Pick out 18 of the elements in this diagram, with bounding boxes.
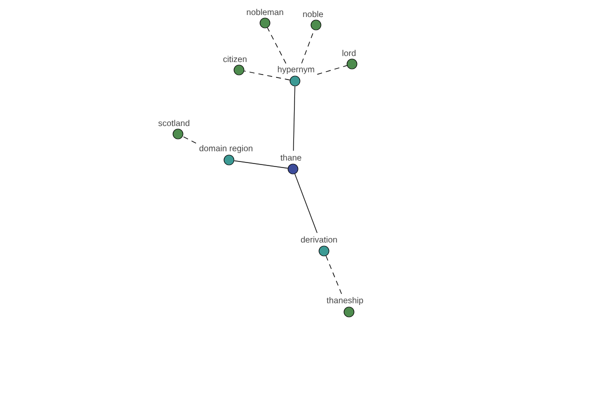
node-label: derivation bbox=[300, 236, 337, 243]
node-label: thane bbox=[280, 154, 302, 161]
node-label: lord bbox=[342, 50, 356, 56]
connector-line bbox=[244, 70, 290, 80]
node-label: citizen bbox=[223, 56, 246, 62]
node-label: scotland bbox=[158, 120, 190, 126]
connector-line bbox=[267, 27, 286, 64]
connector-line bbox=[182, 136, 196, 144]
node-label: nobleman bbox=[246, 8, 284, 16]
connector-line bbox=[326, 256, 342, 295]
connector-line bbox=[294, 174, 318, 234]
connector-line bbox=[234, 160, 288, 169]
connector-line bbox=[293, 86, 296, 152]
node-label: hypernym bbox=[278, 66, 314, 74]
node-label: noble bbox=[303, 10, 324, 18]
node-label: domain region bbox=[199, 145, 252, 153]
node-label: thaneship bbox=[326, 297, 364, 305]
connector-line bbox=[316, 65, 348, 75]
